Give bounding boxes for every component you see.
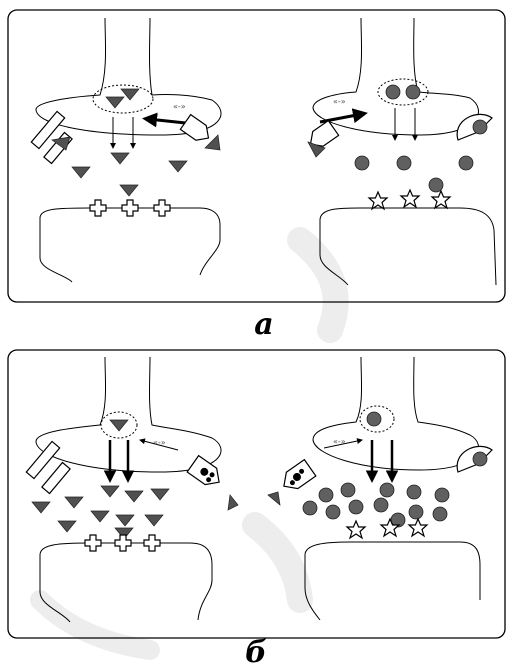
postsynaptic-cell — [305, 542, 480, 620]
panel-a-label: а — [254, 307, 273, 342]
right-synapse-a: «-» — [305, 18, 496, 285]
panel-a: «-» — [8, 10, 505, 302]
left-synapse-b: «-» — [26, 357, 238, 622]
panel-b: «-» — [8, 350, 505, 638]
left-synapse-a: «-» — [31, 18, 221, 282]
panel-b-frame — [8, 350, 505, 638]
blocked-autoreceptor — [278, 460, 316, 495]
panel-b-label: б — [245, 635, 267, 665]
axon-terminal — [313, 357, 478, 470]
signal-label: «-» — [153, 438, 166, 447]
signal-label: «-» — [173, 102, 186, 111]
postsynaptic-cell — [40, 208, 220, 282]
signal-label: «-» — [333, 437, 346, 446]
blocked-autoreceptor — [187, 456, 225, 491]
postsynaptic-cell — [320, 208, 496, 285]
panel-a-frame — [8, 10, 505, 302]
signal-label: «-» — [333, 97, 346, 106]
autoreceptor — [180, 115, 213, 146]
